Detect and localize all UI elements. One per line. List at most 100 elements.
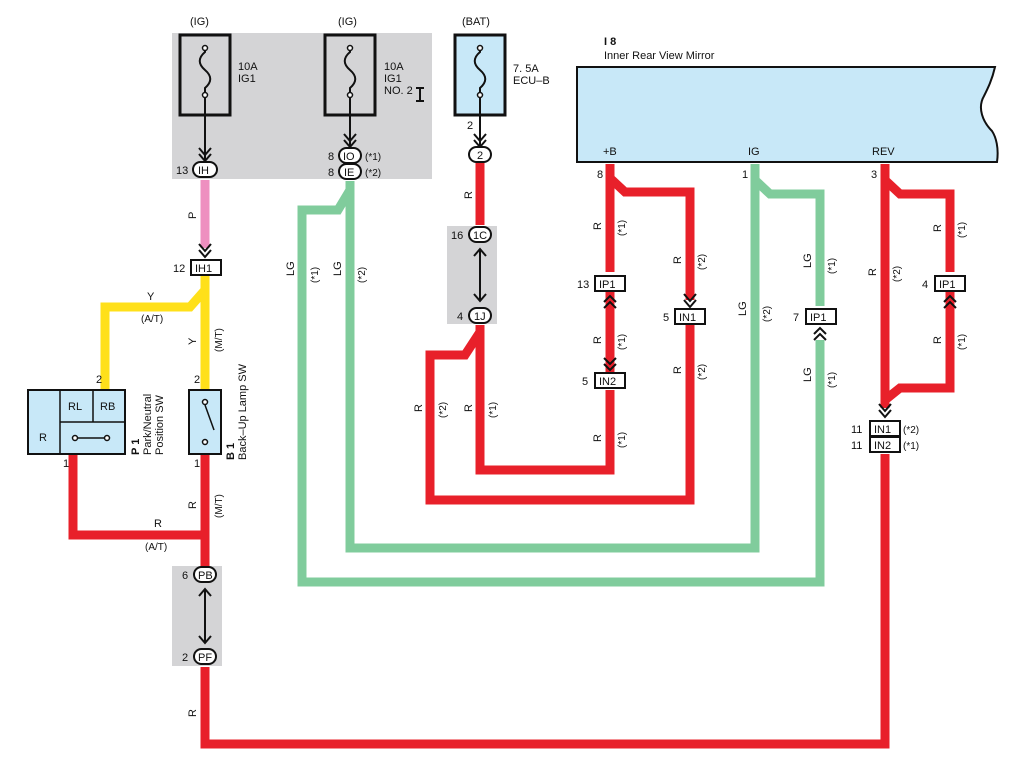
svg-text:R: R <box>592 222 604 230</box>
svg-text:R: R <box>672 366 684 374</box>
svg-text:IN1: IN1 <box>874 424 891 436</box>
svg-text:R: R <box>932 224 944 232</box>
connector-ecu-b-out: 2 <box>468 146 492 163</box>
svg-text:IP1: IP1 <box>810 312 827 324</box>
svg-text:R: R <box>187 501 199 509</box>
svg-text:IE: IE <box>344 167 354 179</box>
fuse-ig1-no2: (IG) 10A IG1 NO. 2 <box>323 16 424 149</box>
svg-text:6: 6 <box>182 570 188 582</box>
backup-lamp-code: B 1 <box>225 443 237 460</box>
svg-text:IN2: IN2 <box>599 376 616 388</box>
wires <box>68 162 955 749</box>
connector-ie: IE 8 (*2) <box>328 163 381 180</box>
svg-text:LG: LG <box>737 301 749 316</box>
mirror-name: Inner Rear View Mirror <box>604 50 715 62</box>
svg-text:R: R <box>867 268 879 276</box>
svg-text:2: 2 <box>477 150 483 162</box>
connector-ip1-left: IP1 13 <box>577 275 626 372</box>
inner-rear-view-mirror: I 8 Inner Rear View Mirror +B IG REV 8 1… <box>576 36 999 181</box>
svg-text:(*2): (*2) <box>892 266 903 282</box>
wire-red-rev-n1 <box>881 176 955 272</box>
park-neutral-code: P 1 <box>130 439 142 455</box>
mirror-pin-3: 3 <box>871 169 877 181</box>
wire-red-1j-n2 <box>425 325 695 505</box>
wire-labels: P Y (A/T) Y (M/T) R (M/T) R (A/T) R LG (… <box>141 191 968 717</box>
mirror-body <box>576 66 999 163</box>
backup-lamp-switch: 2 1 B 1 Back–Up Lamp SW <box>188 363 249 470</box>
svg-text:(*1): (*1) <box>617 220 628 236</box>
svg-text:(*2): (*2) <box>762 306 773 322</box>
wire-red-bottom-loop <box>200 454 890 749</box>
text-cursor-icon <box>416 87 424 102</box>
fuse-ecu-b-element <box>473 46 487 96</box>
svg-text:R: R <box>154 518 162 530</box>
svg-text:4: 4 <box>922 279 928 291</box>
connector-in1-right: IN1 11 (*2) <box>851 403 919 437</box>
fuse-ecu-b-source: (BAT) <box>462 16 490 28</box>
mirror-pin-1: 1 <box>742 169 748 181</box>
svg-text:R: R <box>413 404 425 412</box>
svg-text:(*2): (*2) <box>357 267 368 283</box>
mirror-terminal-b: +B <box>603 146 617 158</box>
backup-lamp-pin-top: 2 <box>194 374 200 386</box>
wire-yellow-at <box>100 287 209 390</box>
connector-in2-mid: IN2 5 <box>582 372 626 389</box>
svg-text:Y: Y <box>147 291 155 303</box>
svg-text:16: 16 <box>451 230 463 242</box>
svg-text:5: 5 <box>582 376 588 388</box>
park-neutral-cell-rl: RL <box>68 401 82 413</box>
connector-ih1: IH1 12 <box>173 243 222 276</box>
svg-text:P: P <box>187 212 199 219</box>
svg-text:13: 13 <box>176 165 188 177</box>
fuse-ig1-source: (IG) <box>190 16 209 28</box>
svg-text:IP1: IP1 <box>599 279 616 291</box>
svg-text:(*2): (*2) <box>903 425 919 436</box>
svg-text:(M/T): (M/T) <box>214 328 225 352</box>
svg-text:8: 8 <box>328 167 334 179</box>
park-neutral-pin-bottom: 1 <box>63 458 69 470</box>
svg-text:LG: LG <box>802 253 814 268</box>
junction-block-1c-1j-background <box>447 226 497 324</box>
svg-text:IO: IO <box>343 151 355 163</box>
fuse-ig1: (IG) 10A IG1 <box>178 16 258 163</box>
connector-pb: PB 6 <box>182 566 217 645</box>
svg-text:11: 11 <box>851 424 862 436</box>
svg-text:7: 7 <box>793 312 799 324</box>
svg-text:Y: Y <box>187 337 199 345</box>
wire-red-ip1-right <box>882 292 955 404</box>
svg-text:R: R <box>463 191 475 199</box>
svg-text:(*1): (*1) <box>957 334 968 350</box>
svg-text:(*1): (*1) <box>310 267 321 283</box>
fuse-block-ig-background <box>172 33 432 179</box>
svg-text:1C: 1C <box>473 230 487 242</box>
wire-green-ie-n2 <box>345 164 760 553</box>
wire-green-ip1-branch <box>751 176 825 306</box>
svg-text:PF: PF <box>198 652 212 664</box>
fuse-ig1-no2-rating: 10A <box>384 61 404 73</box>
svg-text:(*1): (*1) <box>617 432 628 448</box>
mirror-code: I 8 <box>604 36 616 48</box>
connector-ih: IH 13 <box>176 161 218 178</box>
fuse-ig1-no2-name: IG1 <box>384 73 402 85</box>
svg-text:R: R <box>187 709 199 717</box>
svg-text:13: 13 <box>577 279 589 291</box>
backup-lamp-pin-bottom: 1 <box>194 458 200 470</box>
svg-text:11: 11 <box>851 440 862 452</box>
svg-text:8: 8 <box>328 151 334 163</box>
connector-1j: 1J 4 <box>457 307 492 324</box>
svg-text:IN1: IN1 <box>679 312 696 324</box>
svg-text:(*1): (*1) <box>827 258 838 274</box>
svg-text:LG: LG <box>802 367 814 382</box>
connector-1c: 1C 16 <box>451 226 492 303</box>
park-neutral-pin-top: 2 <box>96 374 102 386</box>
svg-text:IH: IH <box>198 165 209 177</box>
fuse-ig1-no2-name2: NO. 2 <box>384 85 413 97</box>
mirror-pin-8: 8 <box>597 169 603 181</box>
connector-ip1-right: IP1 4 <box>922 275 966 309</box>
connector-pf: PF 2 <box>182 648 217 665</box>
svg-text:(*1): (*1) <box>365 152 381 163</box>
svg-text:(*1): (*1) <box>488 402 499 418</box>
fuse-ecu-b-rating: 7. 5A <box>513 63 539 75</box>
svg-text:(*1): (*1) <box>617 334 628 350</box>
svg-text:(*2): (*2) <box>365 168 381 179</box>
